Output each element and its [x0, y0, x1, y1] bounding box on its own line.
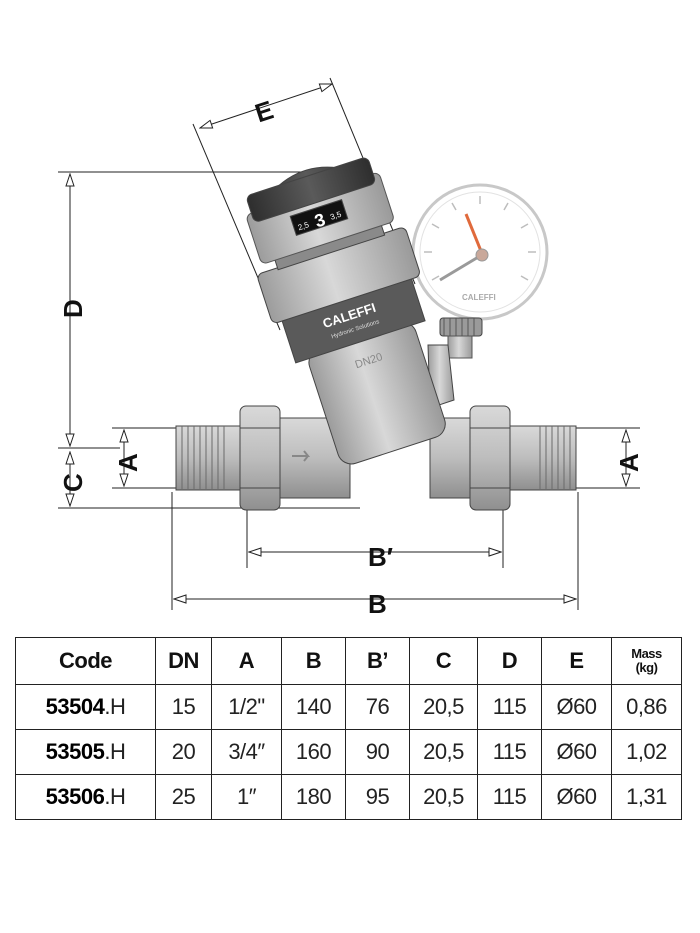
valve-body [175, 157, 577, 511]
knob-scale-high: 3,5 [329, 210, 343, 222]
pressure-gauge: CALEFFI [411, 183, 549, 359]
cell-c: 20,5 [409, 684, 478, 730]
cell-d: 115 [477, 729, 542, 775]
header-c: C [409, 637, 478, 685]
table-row: 53504.H 15 1/2" 140 76 20,5 115 Ø60 0,86 [15, 684, 682, 730]
dim-label-a-left: A [113, 453, 143, 472]
cell-code: 53506.H [15, 774, 156, 820]
cell-b: 180 [281, 774, 346, 820]
dim-label-b: B [368, 589, 387, 619]
cell-e: Ø60 [541, 729, 612, 775]
table-row: 53506.H 25 1″ 180 95 20,5 115 Ø60 1,31 [15, 774, 682, 820]
header-mass-unit: (kg) [635, 660, 658, 675]
cell-c: 20,5 [409, 774, 478, 820]
dim-label-b-prime: B′ [368, 542, 393, 572]
header-a: A [211, 637, 282, 685]
cell-dn: 15 [155, 684, 212, 730]
code-suffix: .H [104, 694, 126, 719]
cell-mass: 1,02 [611, 729, 682, 775]
header-code: Code [15, 637, 156, 685]
cell-e: Ø60 [541, 684, 612, 730]
header-b: B [281, 637, 346, 685]
cell-dn: 25 [155, 774, 212, 820]
header-d: D [477, 637, 542, 685]
cell-dn: 20 [155, 729, 212, 775]
cell-b: 140 [281, 684, 346, 730]
header-mass: Mass (kg) [611, 637, 682, 685]
cell-code: 53505.H [15, 729, 156, 775]
cell-mass: 1,31 [611, 774, 682, 820]
code-suffix: .H [104, 784, 126, 809]
cell-mass: 0,86 [611, 684, 682, 730]
dim-label-d: D [58, 299, 88, 318]
cell-a: 1/2" [211, 684, 282, 730]
cell-d: 115 [477, 684, 542, 730]
dim-label-e: E [251, 94, 277, 128]
gauge-brand: CALEFFI [462, 293, 496, 302]
header-e: E [541, 637, 612, 685]
dim-label-c: C [58, 473, 88, 492]
cell-b-prime: 90 [345, 729, 410, 775]
code-prefix: 53505 [45, 739, 105, 764]
pressure-reducer-diagram: E D C A A B′ B CALEFFI [58, 77, 644, 619]
cell-b-prime: 76 [345, 684, 410, 730]
cell-a: 1″ [211, 774, 282, 820]
code-prefix: 53506 [45, 784, 105, 809]
cell-b-prime: 95 [345, 774, 410, 820]
header-dn: DN [155, 637, 212, 685]
dim-label-a-right: A [614, 453, 644, 472]
code-prefix: 53504 [45, 694, 105, 719]
cell-a: 3/4″ [211, 729, 282, 775]
cell-code: 53504.H [15, 684, 156, 730]
cell-c: 20,5 [409, 729, 478, 775]
specification-table: Code DN A B B’ C D E Mass (kg) 53504.H 1… [15, 637, 682, 820]
gauge-ticks [424, 196, 536, 281]
left-thread [181, 426, 225, 490]
code-suffix: .H [104, 739, 126, 764]
cell-b: 160 [281, 729, 346, 775]
table-row: 53505.H 20 3/4″ 160 90 20,5 115 Ø60 1,02 [15, 729, 682, 775]
header-mass-label: Mass [631, 646, 662, 661]
cell-d: 115 [477, 774, 542, 820]
table-header-row: Code DN A B B’ C D E Mass (kg) [15, 637, 682, 685]
right-thread [539, 426, 571, 490]
knob-scale-low: 2,5 [297, 220, 311, 232]
cell-e: Ø60 [541, 774, 612, 820]
header-b-prime: B’ [345, 637, 410, 685]
